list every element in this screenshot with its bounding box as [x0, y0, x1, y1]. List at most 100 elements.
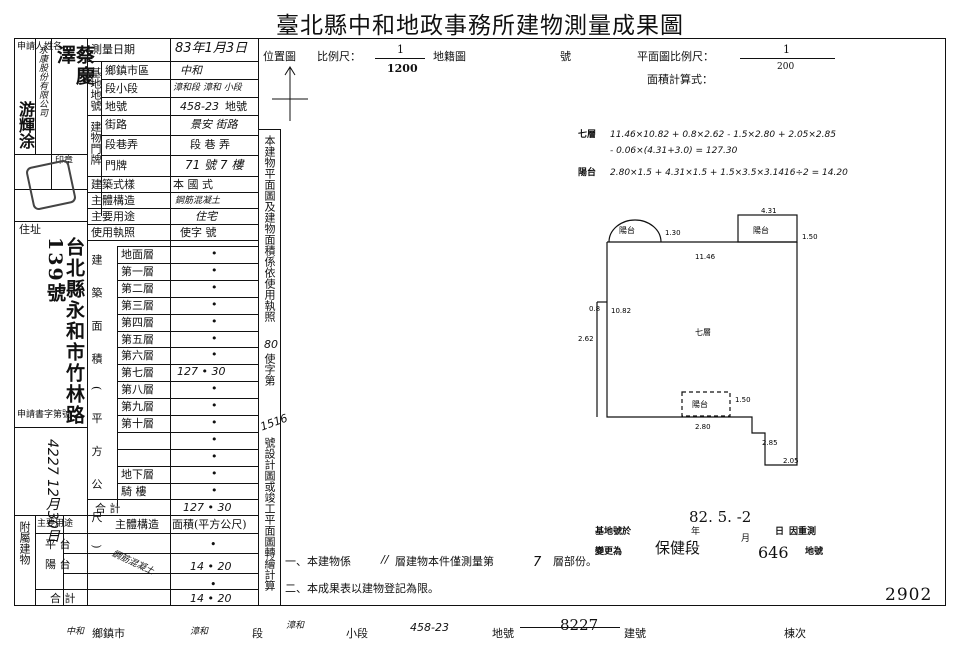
dim-5: 0.8 [589, 305, 600, 313]
floor-area-value: • [211, 416, 218, 429]
co-applicant: 游輝涂 [16, 101, 35, 149]
floor-area-value: • [211, 247, 218, 260]
annex-row-3-area: • [210, 578, 217, 591]
page-title: 臺北縣中和地政事務所建物測量成果圖 [276, 13, 684, 39]
style-label: 建築式樣 [91, 178, 135, 191]
floor-name: 第六層 [121, 349, 154, 363]
bottom-section-label: 段 [252, 627, 263, 640]
floor-area-value: • [211, 399, 218, 413]
annex-row-1-area: • [210, 538, 217, 551]
dim-6: 10.82 [611, 307, 631, 315]
dim-1: 4.31 [761, 207, 777, 215]
floor-area-value: 127 • 30 [177, 365, 226, 379]
floor-name: 騎 樓 [121, 484, 147, 498]
formula-1: 11.46×10.82 + 0.8×2.62 - 1.5×2.80 + 2.05… [610, 130, 836, 140]
stamp-redraw: 因重測 [789, 527, 817, 537]
seal-stamp [24, 158, 78, 212]
floor-name: 第二層 [121, 281, 154, 295]
stamp-date: 82. 5. -2 [689, 508, 752, 526]
vertical-note-1: 本建物平面圖及建物面積係依使用執照 [263, 135, 276, 322]
vertical-note-3: 號設計圖或竣工平面圖轉繪計算 [263, 437, 276, 591]
license-value: 使字 號 [180, 226, 217, 239]
note-1-floor: 7 [533, 555, 542, 570]
dim-3: 1.50 [802, 233, 818, 241]
dim-10: 2.85 [762, 439, 778, 447]
stamp-number: 646 [758, 543, 789, 562]
bottom-lot: 458-23 [410, 621, 449, 634]
plan-balcony-right: 陽台 [753, 225, 769, 235]
street-value: 景安 街路 [190, 118, 238, 131]
plan-scale-num: 1 [783, 43, 790, 56]
license-label: 使用執照 [91, 226, 135, 239]
floor-name: 地面層 [121, 248, 154, 261]
plan-balcony-left: 陽台 [619, 225, 635, 235]
style-value: 本 國 式 [173, 178, 213, 191]
stamp-section: 保健段 [655, 539, 701, 557]
dim-2: 1.30 [665, 229, 681, 237]
floor-name: 第七層 [121, 366, 154, 380]
floor-area-value: • [211, 331, 218, 345]
formula-3-label: 陽台 [578, 168, 597, 178]
application-no-label: 申請書字第號 [17, 410, 72, 420]
floor-area-value: • [211, 314, 218, 328]
plan-scale-den: 200 [777, 62, 795, 72]
structure-label: 主體構造 [91, 194, 135, 207]
lane-label: 段巷弄 [105, 138, 138, 151]
stamp-month: 月 [741, 534, 751, 544]
door-no-value: 71 號 7 樓 [185, 158, 244, 172]
floor-area-value: • [211, 263, 218, 277]
survey-date-label: 測量日期 [91, 43, 135, 56]
cadastral-no-label: 號 [560, 50, 571, 63]
note-1-a: 一、本建物係 [285, 555, 351, 568]
applicant-company: 永康股份有限公司 [37, 45, 47, 117]
lot-value: 458-23 [180, 100, 219, 113]
use-label: 主要用途 [91, 210, 135, 223]
lot-label: 地號 [105, 100, 127, 113]
formula-1-label: 七層 [578, 130, 597, 140]
formula-label: 面積計算式： [647, 73, 713, 86]
form-frame: 申請人姓名 永康股份有限公司 蔡慶澤 游輝涂 印章 住址 台北縣永和市竹林路13… [14, 38, 946, 606]
seal-label: 印章 [55, 156, 74, 166]
application-no: 4227 12月30日 [44, 439, 60, 543]
note-1-c: 層部份。 [553, 555, 597, 568]
bottom-sheet-label: 棟次 [784, 627, 806, 640]
floor-area-value: • [211, 297, 218, 311]
floor-name: 第四層 [121, 315, 154, 329]
annex-row-2-area: 14 • 20 [190, 560, 232, 573]
bottom-section: 漳和 [190, 627, 209, 637]
applicant-label: 申請人姓名 [17, 42, 63, 52]
base-label: 基地地號 [89, 67, 102, 111]
floor-area-value: • [211, 382, 218, 396]
floor-name: 第五層 [121, 332, 154, 346]
floor-name: 第八層 [121, 383, 154, 397]
section-value: 漳和段 漳和 小段 [173, 83, 242, 93]
address-value: 台北縣永和市竹林路139號 [44, 237, 85, 426]
annex-total-value: 14 • 20 [190, 592, 232, 605]
bottom-subsection-label: 小段 [346, 627, 368, 640]
floor-plan-drawing: 陽台 陽台 陽台 七層 4.31 1.30 1.50 11.46 0.8 10.… [578, 207, 818, 466]
township-label: 鄉鎮市區 [105, 64, 149, 77]
total-label: 合 計 [95, 502, 121, 515]
bottom-subsection: 漳和 [286, 621, 305, 631]
floor-name: 地下層 [121, 467, 154, 481]
annex-row-1-use: 平 台 [45, 538, 71, 551]
bottom-info: 中和 鄉鎮市 漳和 段 漳和 小段 458-23 地號 8227 建號 棟次 [0, 618, 960, 642]
bottom-lot-label: 地號 [492, 627, 514, 640]
annex-area-label: 面積(平方公尺) [172, 518, 247, 531]
lot-suffix: 地號 [225, 100, 247, 113]
floor-area-value: • [211, 449, 218, 463]
applicant-person: 蔡慶澤 [54, 45, 95, 87]
plan-scale-label: 平面圖比例尺： [637, 50, 714, 63]
position-scale-label: 比例尺： [317, 50, 361, 63]
formula-3: 2.80×1.5 + 4.31×1.5 + 1.5×3.5×3.1416÷2 =… [610, 168, 848, 178]
dim-11: 2.05 [783, 457, 799, 465]
license-hand: 80 [264, 338, 278, 351]
annex-struct-label: 主體構造 [115, 518, 159, 531]
position-scale-den: 1200 [387, 62, 418, 75]
floor-name: 第九層 [121, 400, 154, 414]
floor-area-value: • [211, 348, 218, 362]
annex-label: 附屬建物 [18, 521, 31, 565]
stamp-day: 日 [775, 527, 785, 537]
section-label: 段小段 [105, 82, 138, 95]
license-no: 1516 [258, 411, 290, 434]
